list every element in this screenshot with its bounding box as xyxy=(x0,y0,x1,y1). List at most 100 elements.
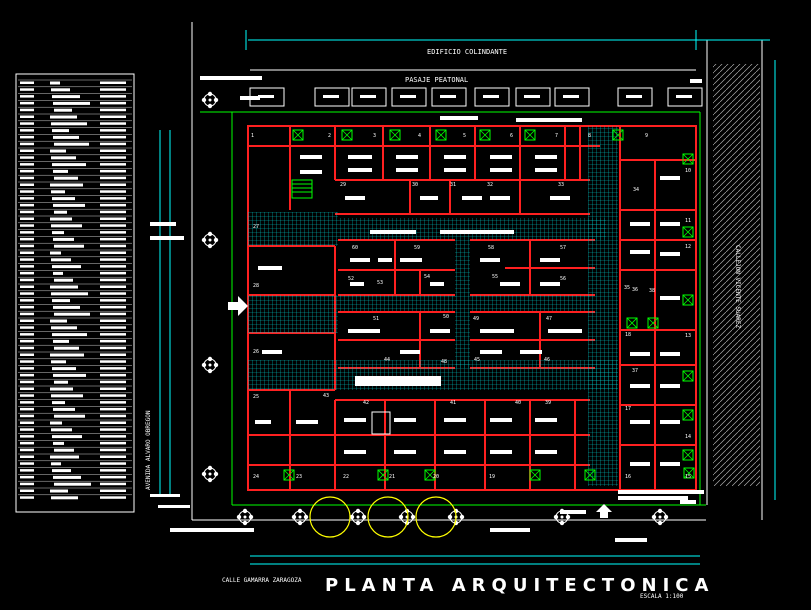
plant-leaf xyxy=(447,514,453,520)
plant-leaf xyxy=(213,471,219,477)
legend-bar xyxy=(20,101,34,105)
legend-bar xyxy=(50,81,60,85)
text-bar xyxy=(660,462,680,466)
plant-leaf xyxy=(565,514,571,520)
pasaje-box xyxy=(617,87,653,107)
walls xyxy=(247,125,697,491)
legend-bar xyxy=(52,231,64,235)
legend-bar xyxy=(52,333,87,337)
calle-bottom-label: CALLE GAMARRA ZARAGOZA xyxy=(222,577,302,584)
green-marker-cross xyxy=(529,469,541,481)
room-number: 15 xyxy=(685,474,691,480)
legend-bar xyxy=(100,169,126,173)
green-marker-cross xyxy=(283,469,295,481)
green-marker-cross xyxy=(682,370,694,382)
legend-bar xyxy=(20,210,34,214)
text-bar xyxy=(630,384,650,388)
legend-bar xyxy=(100,394,126,397)
text-bar xyxy=(158,505,190,508)
legend-bar xyxy=(54,142,89,146)
legend-bar xyxy=(100,360,126,363)
text-bar xyxy=(350,258,370,262)
legend-bar xyxy=(52,129,69,133)
text-bar xyxy=(240,96,260,100)
legend-bar xyxy=(100,469,126,472)
legend-bar xyxy=(100,244,126,248)
text-bar xyxy=(430,329,450,333)
text-bar xyxy=(150,494,180,497)
text-bar xyxy=(440,230,514,234)
text-bar xyxy=(490,418,512,422)
text-bar xyxy=(350,282,364,286)
green-marker xyxy=(341,129,353,141)
legend-bar xyxy=(20,217,34,220)
green-marker-cross xyxy=(377,469,389,481)
legend-bar xyxy=(51,496,78,500)
legend-bar xyxy=(100,122,126,125)
legend-bar xyxy=(20,414,34,418)
room-number: 4 xyxy=(418,133,421,139)
calle-left-label: AVENIDA ALVARO OBREGON xyxy=(145,410,152,490)
legend-bar xyxy=(20,401,34,404)
legend-bar xyxy=(53,271,63,275)
plant-leaf xyxy=(213,237,219,243)
text-bar xyxy=(680,500,696,504)
room-number: 6 xyxy=(510,133,513,139)
room-number: 12 xyxy=(685,244,691,250)
green-marker xyxy=(584,469,596,481)
green-marker xyxy=(479,129,491,141)
plant-leaf xyxy=(651,514,657,520)
text-bar xyxy=(444,168,466,172)
text-bar xyxy=(300,155,322,159)
green-marker xyxy=(612,129,624,141)
plant-leaf xyxy=(355,520,361,526)
room-number: 10 xyxy=(685,168,691,174)
text-bar xyxy=(520,350,542,354)
pasaje-box xyxy=(474,87,510,107)
legend-bar xyxy=(20,88,34,91)
room-number: 47 xyxy=(546,316,552,322)
legend-bar xyxy=(100,387,126,390)
legend-bar xyxy=(100,88,126,91)
legend-bar xyxy=(52,469,71,473)
legend-bar xyxy=(20,258,34,261)
legend-bar xyxy=(50,421,62,425)
legend-bar xyxy=(20,475,34,479)
text-bar xyxy=(420,196,438,200)
legend-bar xyxy=(50,183,83,187)
green-marker-cross xyxy=(647,317,659,329)
legend-bar xyxy=(100,271,126,275)
plant-leaf xyxy=(213,362,219,368)
legend-bar xyxy=(20,183,34,186)
legend-bar xyxy=(20,244,34,248)
room-number: 56 xyxy=(560,276,566,282)
legend-bar xyxy=(20,149,34,152)
legend-bar xyxy=(51,394,83,398)
room-number: 51 xyxy=(373,316,379,322)
plant-leaf xyxy=(236,514,242,520)
text-bar xyxy=(500,282,520,286)
room-number: 26 xyxy=(253,349,259,355)
legend-bar xyxy=(54,108,72,112)
room-number: 1 xyxy=(251,133,254,139)
legend-bar xyxy=(51,224,82,228)
legend-bar xyxy=(100,448,126,452)
legend-bar xyxy=(53,203,85,207)
legend-bar xyxy=(20,156,34,159)
room-number: 14 xyxy=(685,434,691,440)
legend-bar xyxy=(100,129,126,132)
legend-bar xyxy=(20,373,34,377)
pasaje-box xyxy=(351,87,387,107)
room-number: 13 xyxy=(685,333,691,339)
room-number: 5 xyxy=(463,133,466,139)
green-marker xyxy=(682,294,694,306)
pasaje-box xyxy=(515,87,551,107)
plant-leaf xyxy=(559,508,565,514)
pasaje-bar xyxy=(483,95,499,98)
green-marker xyxy=(529,469,541,481)
room-number: 36 xyxy=(632,287,638,293)
plant-leaf xyxy=(663,514,669,520)
room-number: 49 xyxy=(473,316,479,322)
legend-bar xyxy=(100,414,126,418)
text-bar xyxy=(394,418,416,422)
